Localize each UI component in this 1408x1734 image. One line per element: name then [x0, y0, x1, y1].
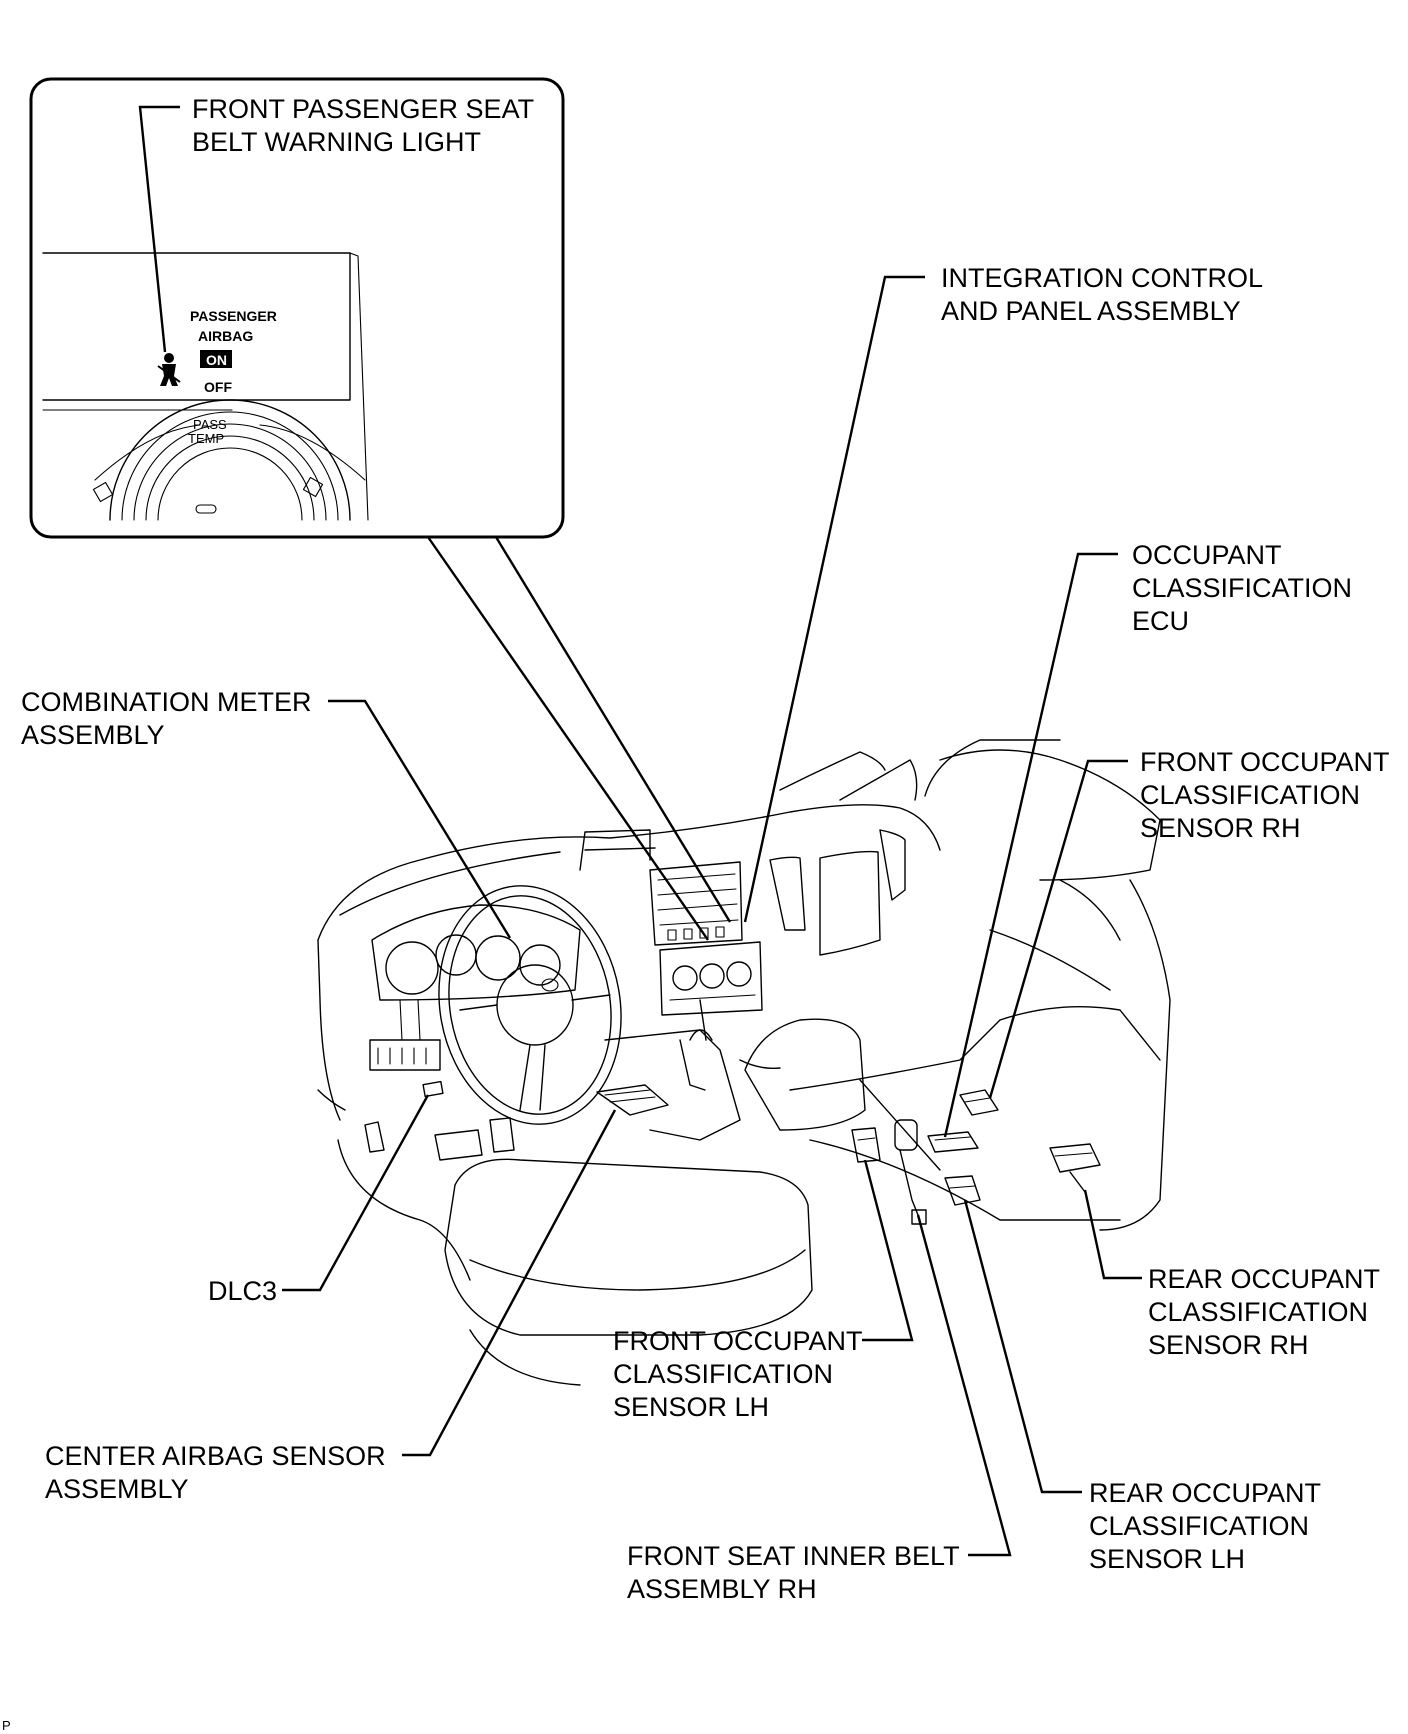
indicator-label-airbag: AIRBAG: [198, 328, 253, 344]
seatbelt-warning-icon: [157, 353, 181, 386]
inset-connector-right: [494, 536, 732, 923]
indicator-on-text: ON: [206, 352, 227, 368]
front-occupant-sensor-lh-part: [851, 1127, 881, 1163]
indicator-off-text: OFF: [204, 379, 232, 395]
label-line: CLASSIFICATION: [1140, 780, 1360, 810]
inset-frame: [29, 77, 565, 539]
label-front-sensor-lh: FRONT OCCUPANT CLASSIFICATION SENSOR LH: [613, 1326, 870, 1422]
label-line: FRONT OCCUPANT: [1140, 747, 1389, 777]
leader-occupant-ecu: [943, 552, 1118, 1138]
label-line: FRONT SEAT INNER BELT: [627, 1541, 959, 1571]
indicator-label-passenger: PASSENGER: [190, 308, 277, 324]
rear-occupant-sensor-lh-part: [944, 1175, 981, 1206]
label-line: CENTER AIRBAG SENSOR: [45, 1441, 386, 1471]
label-center-airbag: CENTER AIRBAG SENSOR ASSEMBLY: [45, 1441, 393, 1504]
combination-meter: [371, 904, 581, 1041]
label-line: FRONT PASSENGER SEAT: [192, 94, 534, 124]
label-line: ASSEMBLY: [21, 720, 165, 750]
rear-occupant-sensor-rh-part: [1049, 1143, 1101, 1193]
inset-detail: PASSENGER AIRBAG ON OFF PASS TEMP: [29, 77, 565, 539]
right-seat: [744, 1018, 866, 1131]
front-occupant-sensor-rh-part: [959, 1089, 999, 1116]
label-line: AND PANEL ASSEMBLY: [941, 296, 1241, 326]
climate-knob: PASS TEMP: [92, 399, 366, 521]
integration-control-panel: [649, 861, 743, 946]
inset-panel-face: [42, 252, 351, 401]
center-airbag-sensor: [596, 1084, 669, 1116]
label-line: CLASSIFICATION: [1132, 573, 1352, 603]
label-line: ASSEMBLY RH: [627, 1574, 817, 1604]
label-occupant-ecu: OCCUPANT CLASSIFICATION ECU: [1132, 540, 1360, 636]
leader-combination-meter: [328, 699, 512, 939]
leader-seat-belt-warning: [138, 105, 180, 353]
inner-belt-rh-part: [894, 1119, 927, 1225]
leader-integration-control: [743, 275, 925, 923]
label-rear-sensor-lh: REAR OCCUPANT CLASSIFICATION SENSOR LH: [1089, 1478, 1328, 1574]
indicator-on-box: [200, 350, 232, 368]
center-console: [604, 999, 781, 1141]
occupant-classification-ecu: [927, 1131, 979, 1153]
label-integration-control: INTEGRATION CONTROL AND PANEL ASSEMBLY: [941, 263, 1270, 326]
label-line: SENSOR LH: [613, 1392, 769, 1422]
dashboard-outline: [317, 804, 941, 941]
label-line: BELT WARNING LIGHT: [192, 127, 481, 157]
dlc3-connector: [422, 1080, 444, 1098]
steering-wheel: [438, 885, 622, 1125]
leader-front-sensor-lh: [862, 1159, 914, 1342]
label-line: REAR OCCUPANT: [1148, 1264, 1380, 1294]
inset-connector-left: [427, 536, 709, 941]
label-line: SENSOR RH: [1140, 813, 1301, 843]
label-combination-meter: COMBINATION METER ASSEMBLY: [21, 687, 319, 750]
leader-rear-sensor-rh: [1083, 1189, 1142, 1280]
label-rear-sensor-rh: REAR OCCUPANT CLASSIFICATION SENSOR RH: [1148, 1264, 1387, 1360]
left-seat: [444, 1158, 813, 1336]
label-line: ECU: [1132, 606, 1189, 636]
label-line: SENSOR LH: [1089, 1544, 1245, 1574]
leader-front-sensor-rh: [988, 759, 1128, 1099]
label-line: OCCUPANT: [1132, 540, 1281, 570]
label-line: INTEGRATION CONTROL: [941, 263, 1263, 293]
label-line: REAR OCCUPANT: [1089, 1478, 1321, 1508]
knob-label-temp: TEMP: [188, 431, 224, 446]
knob-label-pass: PASS: [193, 417, 227, 432]
label-line: ASSEMBLY: [45, 1474, 189, 1504]
label-line: FRONT OCCUPANT: [613, 1326, 862, 1356]
label-line: CLASSIFICATION: [613, 1359, 833, 1389]
label-line: SENSOR RH: [1148, 1330, 1309, 1360]
figure-id: P: [2, 1718, 11, 1733]
leader-rear-sensor-lh: [963, 1199, 1082, 1494]
label-line: COMBINATION METER: [21, 687, 312, 717]
label-line: CLASSIFICATION: [1089, 1511, 1309, 1541]
label-front-sensor-rh: FRONT OCCUPANT CLASSIFICATION SENSOR RH: [1140, 747, 1397, 843]
label-dlc3: DLC3: [208, 1276, 277, 1306]
leader-dlc3: [282, 1094, 430, 1292]
leader-inner-belt: [916, 1214, 1012, 1557]
label-line: DLC3: [208, 1276, 277, 1306]
leader-center-airbag: [402, 1109, 617, 1457]
vehicle-interior-illustration: [317, 739, 1171, 1386]
label-seat-belt-warning: FRONT PASSENGER SEAT BELT WARNING LIGHT: [192, 94, 541, 157]
label-line: CLASSIFICATION: [1148, 1297, 1368, 1327]
label-inner-belt: FRONT SEAT INNER BELT ASSEMBLY RH: [627, 1541, 967, 1604]
